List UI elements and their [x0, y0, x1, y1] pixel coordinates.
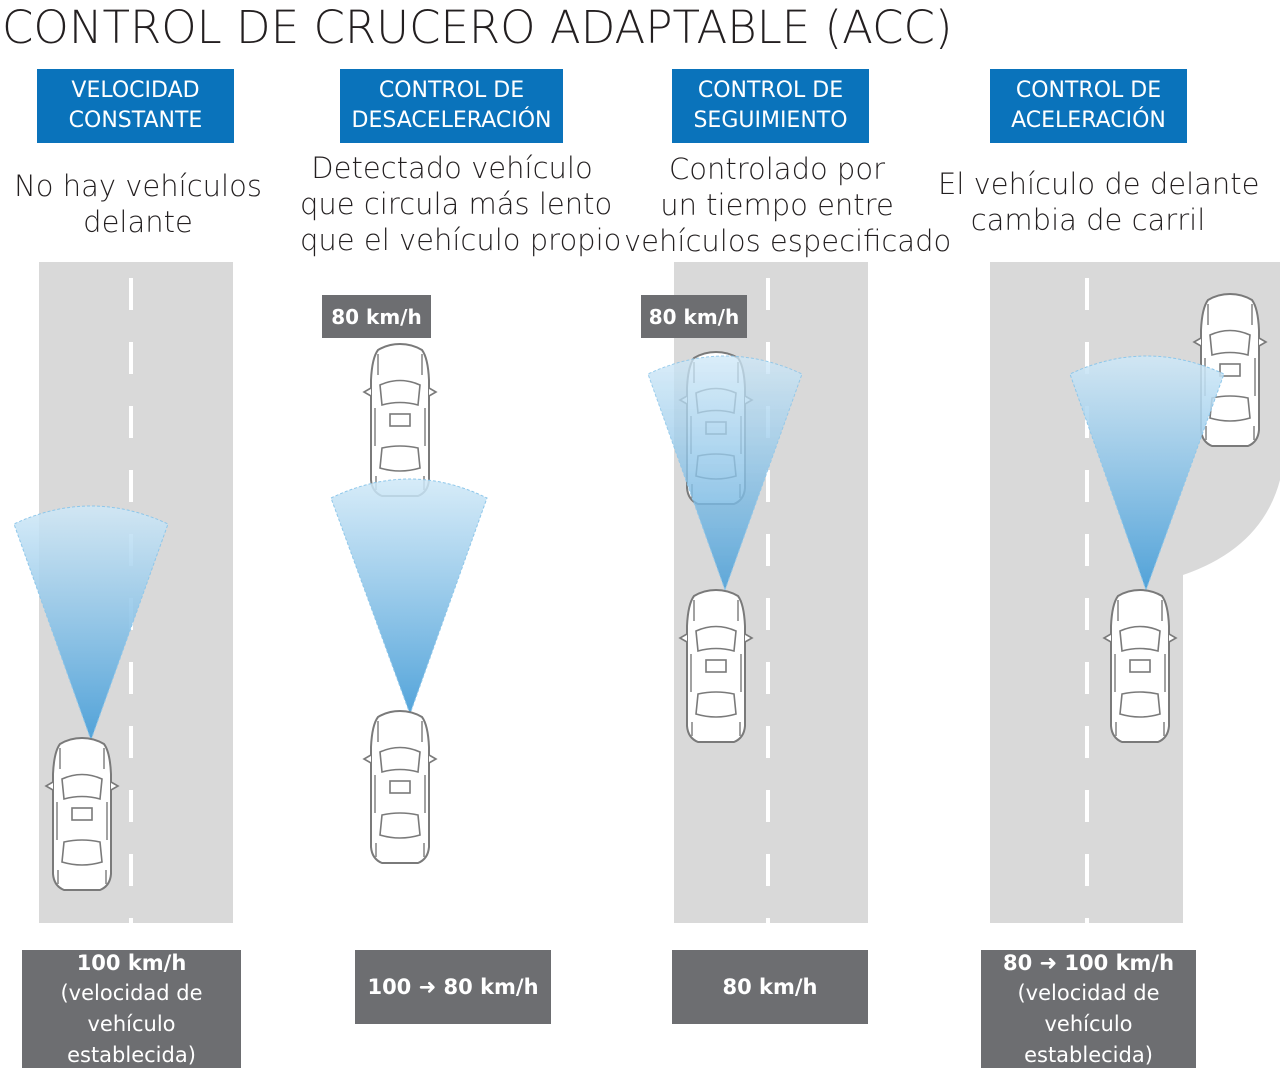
header-line: DESACELERACIÓN [351, 108, 552, 133]
description-line: un tiempo entre [660, 188, 894, 222]
description-line: El vehículo de delante [938, 167, 1260, 201]
description-line: cambia de carril [970, 203, 1206, 237]
sensor-beam [13, 505, 169, 742]
header-line: CONTROL DE [1015, 78, 1162, 103]
own-car-icon [679, 589, 753, 743]
speed-from: 100 [367, 975, 412, 999]
speed-note: vehículo establecida) [67, 1011, 196, 1067]
sensor-beam [1069, 355, 1225, 592]
lead-car-icon [363, 343, 437, 497]
arrow-right-icon: ➜ [1039, 950, 1058, 975]
description-deceleration: Detectado vehículo que circula más lento… [300, 150, 622, 258]
speed-box-following: 80 km/h [672, 950, 868, 1024]
set-speed: 80 km/h [722, 975, 818, 999]
description-line: Detectado vehículo [311, 151, 593, 185]
description-acceleration: El vehículo de delante cambia de carril [938, 166, 1260, 238]
speed-to: 80 km/h [443, 975, 539, 999]
header-deceleration: CONTROL DE DESACELERACIÓN [340, 69, 563, 143]
header-line: SEGUIMIENTO [693, 108, 848, 133]
speed-note: (velocidad de [60, 980, 203, 1005]
arrow-right-icon: ➜ [418, 975, 437, 999]
description-line: que circula más lento [300, 187, 613, 221]
speed-box-acceleration: 80 ➜ 100 km/h (velocidad de vehículo est… [981, 950, 1196, 1068]
header-line: ACELERACIÓN [1011, 108, 1166, 133]
header-line: VELOCIDAD [71, 78, 200, 103]
description-following: Controlado por un tiempo entre vehículos… [624, 151, 952, 259]
set-speed: 100 km/h [76, 950, 187, 975]
description-constant-speed: No hay vehículos delante [2, 168, 274, 240]
header-following: CONTROL DE SEGUIMIENTO [672, 69, 869, 143]
header-line: CONSTANTE [68, 108, 203, 133]
own-car-icon [45, 737, 119, 891]
speed-note: (velocidad de [1017, 980, 1160, 1005]
header-line: CONTROL DE [697, 78, 844, 103]
speed-box-deceleration: 100 ➜ 80 km/h [355, 950, 551, 1024]
description-line: Controlado por [668, 152, 886, 186]
lead-speed-tag: 80 km/h [322, 295, 431, 338]
header-acceleration: CONTROL DE ACELERACIÓN [990, 69, 1187, 143]
speed-box-constant: 100 km/h (velocidad de vehículo establec… [22, 950, 241, 1068]
speed-change: 100 ➜ 80 km/h [355, 972, 551, 1002]
speed-from: 80 [1002, 950, 1033, 975]
page-title: CONTROL DE CRUCERO ADAPTABLE (ACC) [2, 1, 953, 54]
lead-speed-tag: 80 km/h [641, 295, 747, 338]
own-car-icon [1103, 589, 1177, 743]
description-line: delante [83, 205, 193, 239]
description-line: vehículos especificado [624, 224, 952, 258]
description-line: No hay vehículos [14, 169, 262, 203]
sensor-beam [647, 355, 803, 592]
speed-note: vehículo establecida) [1024, 1011, 1153, 1067]
header-constant-speed: VELOCIDAD CONSTANTE [37, 69, 234, 143]
description-line: que el vehículo propio [300, 223, 622, 257]
own-car-icon [363, 710, 437, 864]
header-line: CONTROL DE [378, 78, 525, 103]
speed-to: 100 km/h [1064, 950, 1175, 975]
sensor-beam [330, 478, 488, 716]
speed-change: 80 ➜ 100 km/h [981, 948, 1196, 978]
